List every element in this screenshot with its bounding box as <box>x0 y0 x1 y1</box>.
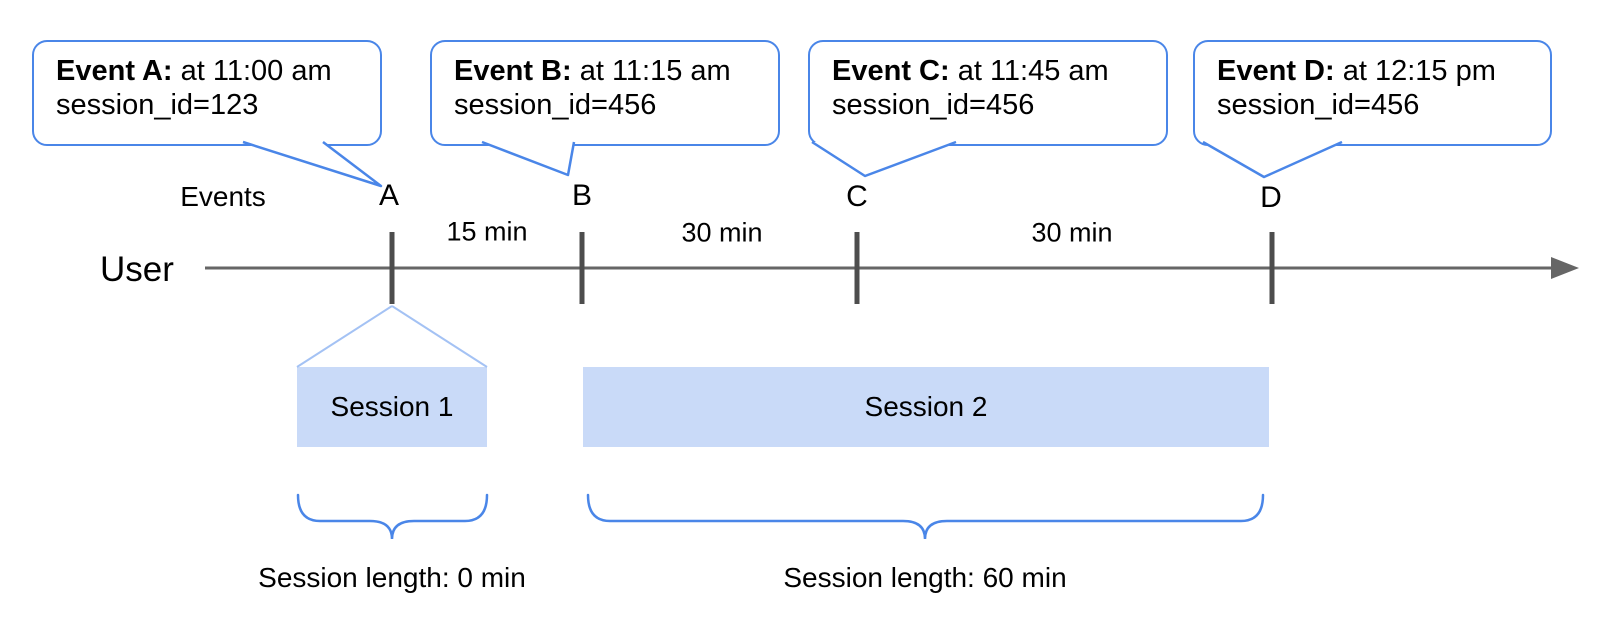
event-b-time: at 11:15 am <box>579 55 731 87</box>
event-a-line1: Event A: at 11:00 am <box>56 54 372 88</box>
event-bubble-a: Event A: at 11:00 am session_id=123 <box>32 40 382 146</box>
session-1-brace <box>296 493 489 540</box>
event-c-line1: Event C: at 11:45 am <box>832 54 1158 88</box>
event-b-title: Event B: <box>454 55 572 87</box>
tick-letter-d: D <box>1260 181 1282 214</box>
event-d-session-id: session_id=456 <box>1217 89 1420 121</box>
event-a-title: Event A: <box>56 55 173 87</box>
tick-letter-a: A <box>378 179 400 212</box>
session-1-box: Session 1 <box>297 367 487 447</box>
session-1-length-label: Session length: 0 min <box>258 562 526 593</box>
interval-c-d: 30 min <box>1031 217 1113 248</box>
bubble-c-tail <box>811 140 957 178</box>
event-bubble-c: Event C: at 11:45 am session_id=456 <box>808 40 1168 146</box>
user-label: User <box>100 250 174 289</box>
session-2-brace <box>586 493 1265 540</box>
event-a-time: at 11:00 am <box>180 55 332 87</box>
event-d-time: at 12:15 pm <box>1342 55 1496 87</box>
event-b-line1: Event B: at 11:15 am <box>454 54 770 88</box>
tick-letter-c: C <box>846 180 868 213</box>
interval-a-b: 15 min <box>446 216 528 247</box>
events-label: Events <box>180 181 266 212</box>
event-c-title: Event C: <box>832 55 950 87</box>
session-1-label: Session 1 <box>330 391 454 422</box>
session-2-label: Session 2 <box>864 391 988 422</box>
interval-b-c: 30 min <box>681 217 763 248</box>
event-bubble-d: Event D: at 12:15 pm session_id=456 <box>1193 40 1552 146</box>
session-1-funnel-lines <box>296 305 488 368</box>
event-a-session-id: session_id=123 <box>56 89 259 121</box>
event-b-session-id: session_id=456 <box>454 89 657 121</box>
tick-letter-b: B <box>571 179 593 212</box>
event-d-title: Event D: <box>1217 55 1335 87</box>
bubble-a-tail <box>242 140 383 188</box>
session-2-length-label: Session length: 60 min <box>783 562 1067 593</box>
bubble-d-tail <box>1202 140 1343 179</box>
timeline-arrowhead-icon <box>1551 257 1579 279</box>
bubble-b-tail <box>481 140 576 177</box>
event-c-time: at 11:45 am <box>957 55 1109 87</box>
event-c-session-id: session_id=456 <box>832 89 1035 121</box>
event-d-line1: Event D: at 12:15 pm <box>1217 54 1542 88</box>
session-2-box: Session 2 <box>583 367 1269 447</box>
event-bubble-b: Event B: at 11:15 am session_id=456 <box>430 40 780 146</box>
